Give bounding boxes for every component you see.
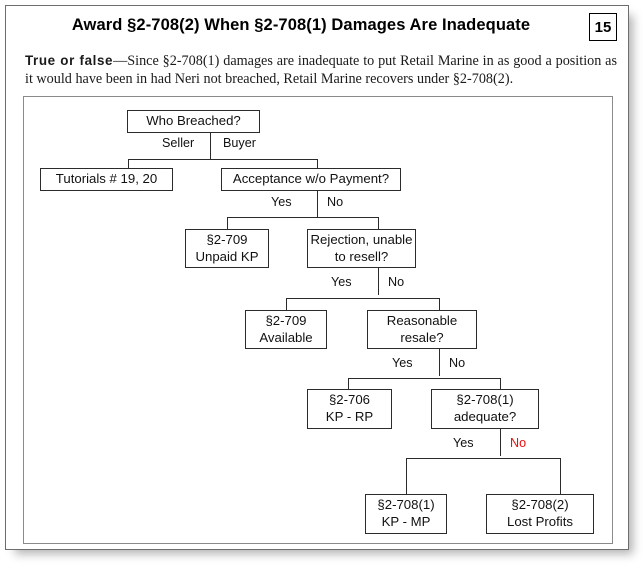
connector-adequate-no-drop (560, 458, 562, 494)
connector-resale-yes-drop (348, 378, 350, 390)
prompt-body-text: —Since §2-708(1) damages are inadequate … (25, 53, 617, 88)
connector-acceptance-no-drop (378, 217, 380, 230)
flowchart-panel: Who Breached? Tutorials # 19, 20 Accepta… (23, 96, 613, 544)
node-rejection-unable-to-resell[interactable]: Rejection, unable to resell? (307, 229, 416, 268)
connector-who-breached-stem (210, 133, 212, 160)
node-who-breached[interactable]: Who Breached? (127, 110, 260, 133)
flowchart-canvas: Who Breached? Tutorials # 19, 20 Accepta… (24, 97, 614, 545)
node-label-line1: §2-708(1) (456, 392, 514, 408)
connector-adequate-yes-drop (406, 458, 408, 494)
node-label-line2: KP - MP (381, 514, 431, 529)
node-2709-available[interactable]: §2-709 Available (245, 310, 327, 349)
branch-label-buyer: Buyer (221, 136, 258, 150)
branch-label-resale-yes: Yes (390, 356, 415, 370)
node-tutorials[interactable]: Tutorials # 19, 20 (40, 168, 173, 191)
node-label-line2: KP - RP (325, 409, 374, 424)
connector-acceptance-bar (227, 217, 379, 219)
page-title: Award §2-708(2) When §2-708(1) Damages A… (71, 16, 531, 34)
connector-rejection-stem (378, 268, 380, 295)
node-label-line1: §2-708(1) (377, 497, 435, 513)
connector-acceptance-stem (317, 191, 319, 218)
node-2708-2-lost-profits[interactable]: §2-708(2) Lost Profits (486, 494, 594, 534)
prompt-paragraph: True or false—Since §2-708(1) damages ar… (25, 52, 617, 89)
node-label-line2: Available (259, 329, 313, 345)
connector-resale-no-drop (500, 378, 502, 390)
connector-rejection-bar (286, 298, 440, 300)
connector-adequate-bar (406, 458, 561, 460)
node-label: Who Breached? (146, 113, 241, 129)
branch-label-rejection-no: No (386, 275, 407, 289)
node-label-line2: Lost Profits (507, 514, 573, 529)
branch-label-acceptance-yes: Yes (269, 195, 294, 209)
title-row: Award §2-708(2) When §2-708(1) Damages A… (6, 12, 630, 46)
node-label: Tutorials # 19, 20 (55, 171, 158, 187)
node-2708-1-adequate[interactable]: §2-708(1) adequate? (431, 389, 539, 429)
node-label-line2: adequate? (453, 409, 517, 424)
node-label-line1: §2-709 (206, 231, 248, 247)
node-2709-unpaid-kp[interactable]: §2-709 Unpaid KP (185, 229, 269, 268)
prompt-lead-label: True or false (25, 53, 114, 68)
connector-resale-stem (439, 349, 441, 376)
connector-buyer-drop (317, 159, 319, 169)
node-label-line2: resale? (400, 329, 444, 345)
connector-rejection-yes-drop (286, 298, 288, 311)
node-2706-kp-rp[interactable]: §2-706 KP - RP (307, 389, 392, 429)
node-label-line1: Reasonable (386, 312, 458, 328)
node-label-line1: §2-709 (265, 312, 307, 328)
connector-rejection-no-drop (439, 298, 441, 311)
branch-label-resale-no: No (447, 356, 468, 370)
node-label: Acceptance w/o Payment? (232, 171, 390, 187)
node-label-line1: Rejection, unable (310, 231, 413, 247)
branch-label-adequate-no: No (508, 436, 529, 450)
branch-label-acceptance-no: No (325, 195, 346, 209)
node-label-line2: Unpaid KP (195, 248, 259, 264)
connector-resale-bar (348, 378, 501, 380)
connector-who-breached-bar (128, 159, 318, 161)
node-label-line2: to resell? (334, 248, 389, 264)
connector-acceptance-yes-drop (227, 217, 229, 230)
node-reasonable-resale[interactable]: Reasonable resale? (367, 310, 477, 349)
node-acceptance-wo-payment[interactable]: Acceptance w/o Payment? (221, 168, 401, 191)
page-number-badge: 15 (589, 13, 617, 41)
node-2708-1-kp-mp[interactable]: §2-708(1) KP - MP (365, 494, 447, 534)
branch-label-adequate-yes: Yes (451, 436, 476, 450)
branch-label-seller: Seller (160, 136, 197, 150)
connector-adequate-stem (500, 429, 502, 456)
connector-seller-drop (128, 159, 130, 169)
slide-frame: Award §2-708(2) When §2-708(1) Damages A… (5, 5, 629, 550)
node-label-line1: §2-706 (328, 392, 371, 408)
node-label-line1: §2-708(2) (511, 497, 569, 513)
branch-label-rejection-yes: Yes (329, 275, 354, 289)
